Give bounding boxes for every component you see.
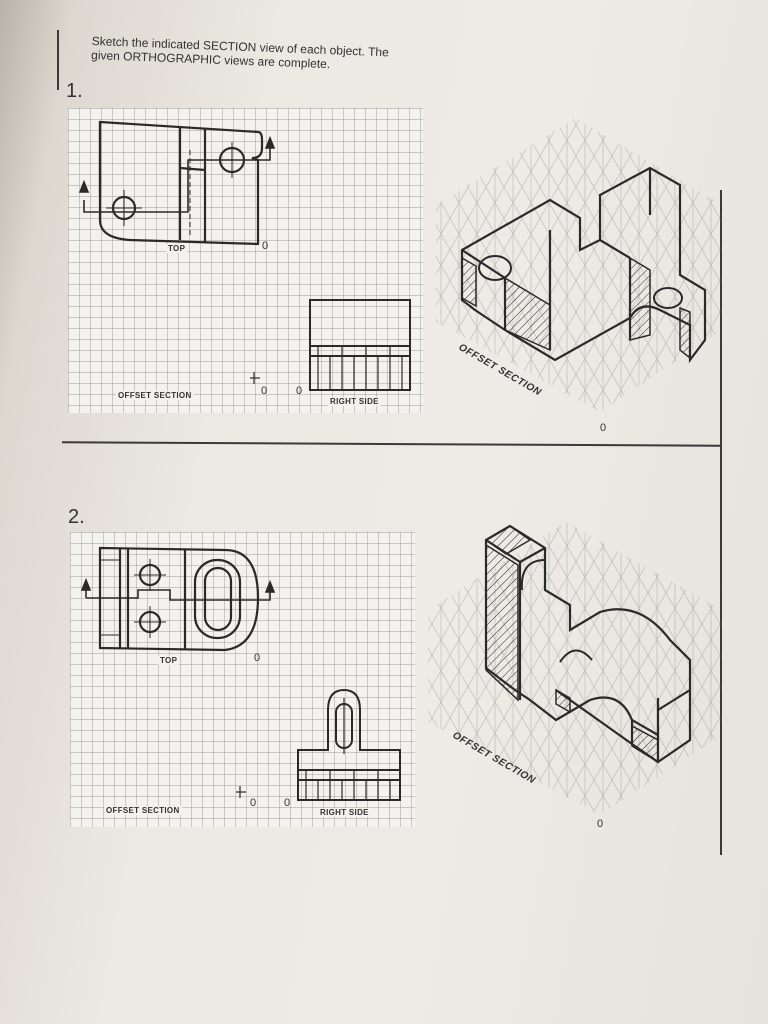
problem-1-zero-iso: 0: [600, 422, 607, 434]
problem-1-offset-section-label: OFFSET SECTION: [116, 391, 194, 400]
problem-1-zero-right-a: 0: [296, 385, 303, 397]
problem-2-zero-section: 0: [250, 797, 257, 809]
problem-2-zero-iso: 0: [597, 818, 604, 830]
problem-1-number: 1.: [66, 80, 83, 102]
problem-2-number: 2.: [68, 506, 85, 528]
problem-2-zero-right-a: 0: [284, 797, 291, 809]
problem-2-top-label: TOP: [158, 656, 180, 665]
problem-1-ortho-grid: [68, 108, 423, 413]
problem-2-zero-top: 0: [254, 652, 261, 664]
left-margin-line: [57, 30, 59, 90]
problem-1-zero-top: 0: [262, 240, 269, 252]
problem-1-right-side-label: RIGHT SIDE: [328, 397, 381, 406]
problem-2-offset-section-label: OFFSET SECTION: [104, 806, 182, 815]
problem-1-zero-section: 0: [261, 385, 268, 397]
problem-1-top-label: TOP: [166, 244, 188, 253]
right-margin-line: [720, 190, 722, 855]
problem-2-right-side-label: RIGHT SIDE: [318, 808, 371, 817]
